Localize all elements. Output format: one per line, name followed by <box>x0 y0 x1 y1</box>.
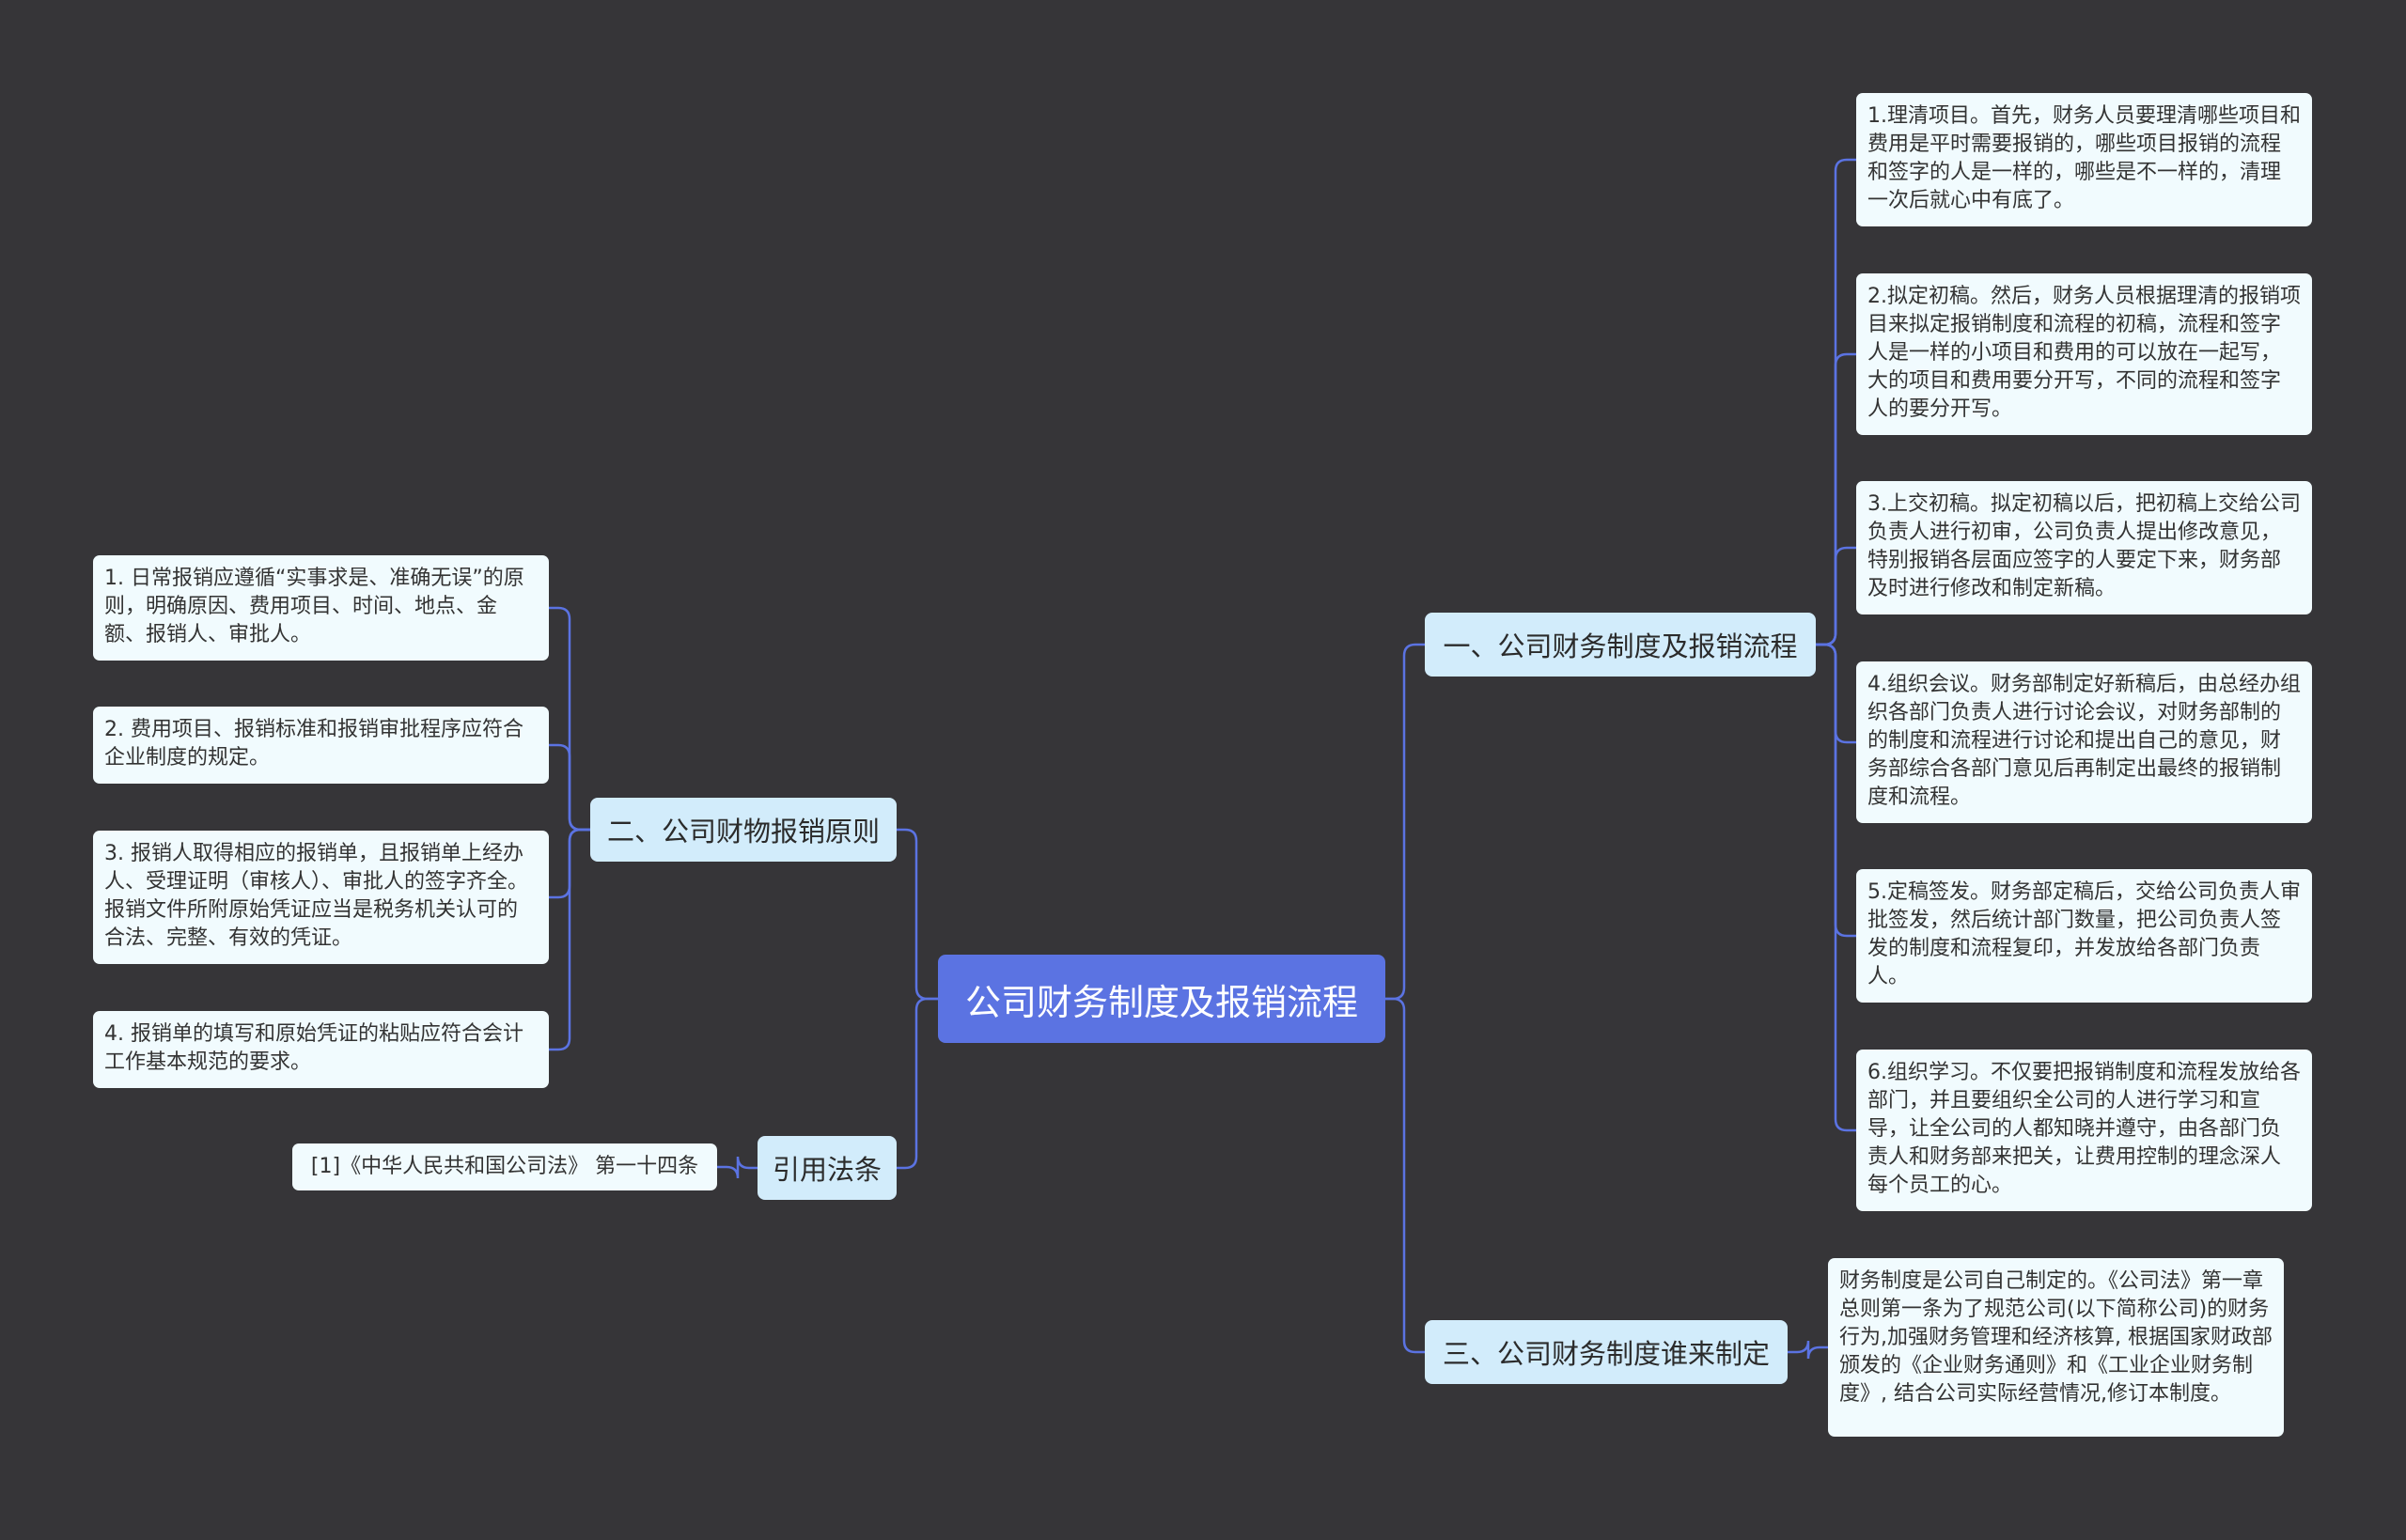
process-step-6[interactable]: 6.组织学习。不仅要把报销制度和流程发放给各部门，并且要组织全公司的人进行学习和… <box>1856 1050 2312 1211</box>
principle-link-1 <box>549 743 590 832</box>
law-citation[interactable]: [1]《中华人民共和国公司法》 第一十四条 <box>292 1143 717 1190</box>
process-step-5[interactable]: 5.定稿签发。财务部定稿后，交给公司负责人审批签发，然后统计部门数量，把公司负责… <box>1856 869 2312 1003</box>
process-step-1[interactable]: 1.理清项目。首先，财务人员要理清哪些项目和费用是平时需要报销的，哪些项目报销的… <box>1856 93 2312 226</box>
process-link-5 <box>1816 643 1856 1132</box>
branch-process[interactable]: 一、公司财务制度及报销流程 <box>1425 613 1816 677</box>
principle-1[interactable]: 1. 日常报销应遵循“实事求是、准确无误”的原则，明确原因、费用项目、时间、地点… <box>93 555 549 661</box>
root-topic[interactable]: 公司财务制度及报销流程 <box>938 955 1385 1043</box>
branch-principles[interactable]: 二、公司财物报销原则 <box>590 798 897 862</box>
maker-link-0 <box>1788 1340 1828 1360</box>
root-right-link-0 <box>1385 643 1425 1001</box>
root-right-link-1 <box>1385 997 1425 1354</box>
principle-2[interactable]: 2. 费用项目、报销标准和报销审批程序应符合企业制度的规定。 <box>93 707 549 784</box>
principle-link-3 <box>549 828 590 1051</box>
process-step-2[interactable]: 2.拟定初稿。然后，财务人员根据理清的报销项目来拟定报销制度和流程的初稿，流程和… <box>1856 273 2312 435</box>
process-link-2 <box>1816 546 1856 646</box>
root-left-link-0 <box>897 828 938 1001</box>
principle-3[interactable]: 3. 报销人取得相应的报销单，且报销单上经办人、受理证明（审核人）、审批人的签字… <box>93 831 549 964</box>
process-step-4[interactable]: 4.组织会议。财务部制定好新稿后，由总经办组织各部门负责人进行讨论会议，对财务部… <box>1856 661 2312 823</box>
branch-maker[interactable]: 三、公司财务制度谁来制定 <box>1425 1320 1788 1384</box>
branch-law[interactable]: 引用法条 <box>758 1136 897 1200</box>
process-step-3[interactable]: 3.上交初稿。拟定初稿以后，把初稿上交给公司负责人进行初审，公司负责人提出修改意… <box>1856 481 2312 614</box>
law-link-0 <box>717 1156 758 1179</box>
root-left-link-1 <box>897 997 938 1170</box>
principle-4[interactable]: 4. 报销单的填写和原始凭证的粘贴应符合会计工作基本规范的要求。 <box>93 1011 549 1088</box>
maker-detail[interactable]: 财务制度是公司自己制定的。《公司法》第一章总则第一条为了规范公司(以下简称公司)… <box>1828 1258 2284 1437</box>
